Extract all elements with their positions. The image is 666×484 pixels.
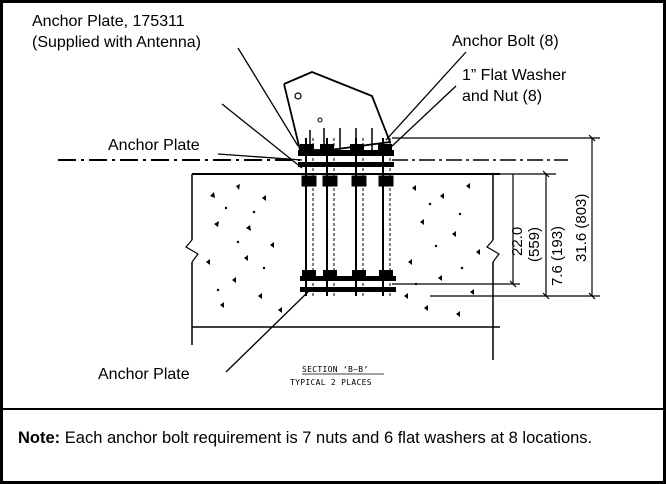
dimension-559-label: (559): [526, 227, 543, 262]
anchor-plate-mid-callout: Anchor Plate: [108, 137, 200, 154]
dimension-31-6-label: 31.6 (803): [573, 194, 590, 262]
section-subtitle: TYPICAL 2 PLACES: [290, 378, 372, 387]
anchor-plate-bottom-drawn: [300, 270, 470, 292]
antenna-bracket: [283, 71, 392, 151]
anchor-plate-callout-line1: Anchor Plate, 175311: [32, 13, 185, 30]
concrete-aggregate: [206, 183, 480, 317]
washer-callout-line2: and Nut (8): [462, 88, 542, 105]
note-label: Note:: [18, 429, 61, 447]
note-body: Each anchor bolt requirement is 7 nuts a…: [60, 429, 593, 447]
washer-callout-line1: 1” Flat Washer: [462, 67, 567, 84]
anchor-bolt-callout: Anchor Bolt (8): [452, 33, 559, 50]
section-title: SECTION ‘B–B’: [302, 365, 369, 374]
anchor-bolts: [301, 138, 394, 296]
concrete-slab: [185, 173, 500, 360]
anchor-plate-callout-line2: (Supplied with Antenna): [32, 34, 201, 51]
note-text: Note: Each anchor bolt requirement is 7 …: [18, 428, 648, 448]
dimension-7-6-label: 7.6 (193): [549, 226, 566, 286]
anchor-plate-bottom-callout: Anchor Plate: [98, 366, 190, 383]
leader-lines: [217, 47, 467, 373]
dimension-lines: [392, 134, 600, 300]
dimension-22-label: 22.0: [509, 227, 526, 256]
